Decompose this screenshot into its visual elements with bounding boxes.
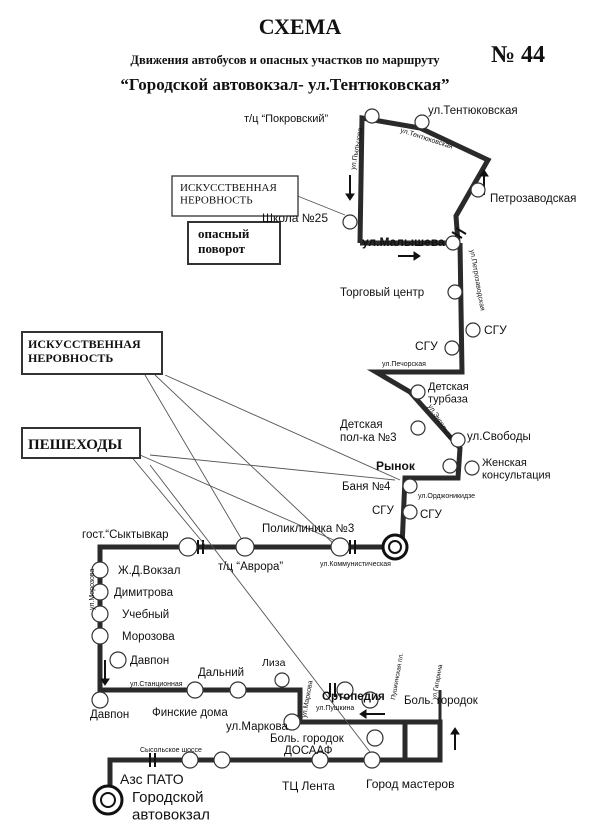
schema-subtitle: Движения автобусов и опасных участков по… xyxy=(130,53,440,67)
street-stantsionnaya: ул.Станционная xyxy=(130,681,183,688)
stop-markers xyxy=(91,108,486,769)
route-number: № 44 xyxy=(491,42,545,68)
direction-arrows xyxy=(100,169,489,750)
stop-liza: Лиза xyxy=(262,657,286,669)
stop-dalny: Дальний xyxy=(198,667,244,679)
stop-avrora: т/ц “Аврора” xyxy=(218,561,283,573)
stop-rynok: Рынок xyxy=(376,459,416,473)
stop-azs-pato: Азс ПАТО xyxy=(120,771,184,787)
stop-ortopediya: Ортопедия xyxy=(322,691,385,703)
stop-pokrovsky: т/ц “Покровский” xyxy=(244,113,329,125)
stop-davpon-2: Давпон xyxy=(90,709,129,721)
street-pushkina: ул.Пушкина xyxy=(316,705,354,712)
stop-trade-center: Торговый центр xyxy=(340,287,424,299)
stop-markova: ул.Маркова xyxy=(226,721,288,733)
route-to-terminal xyxy=(107,757,440,795)
stop-railway: Ж.Д.Вокзал xyxy=(118,565,180,577)
stop-petrozavodskaya: Петрозаводская xyxy=(490,193,576,205)
route-kommunisticheskaya xyxy=(97,544,402,722)
stop-sgu-4: СГУ xyxy=(420,509,443,521)
street-ordzhonikidze: ул.Орджоникидзе xyxy=(418,493,475,500)
stop-morozova: Морозова xyxy=(122,631,175,643)
stop-malysheva: ул.Малышева xyxy=(362,235,445,249)
stop-banya4: Баня №4 xyxy=(342,481,391,493)
street-morozova: ул.Морозова xyxy=(89,568,96,610)
street-pechorskaya: ул.Печорская xyxy=(382,361,426,368)
crossing-marks xyxy=(149,227,467,767)
stop-svobody: ул.Свободы xyxy=(467,431,531,443)
street-sysolskoe: Сысольское шоссе xyxy=(140,747,202,754)
stop-sgu-3: СГУ xyxy=(372,505,395,517)
stop-dimitrova: Димитрова xyxy=(114,587,174,599)
stop-uchebny: Учебный xyxy=(122,609,169,621)
stop-gorod-masterov: Город мастеров xyxy=(366,777,454,791)
street-engelsa: ул.Энгельса xyxy=(426,403,453,440)
stop-tentyukovskaya: ул.Тентюковская xyxy=(428,105,518,117)
street-pushkinskaya-pl: Пушкинская пл. xyxy=(390,652,405,700)
street-kommunisticheskaya: ул.Коммунистическая xyxy=(320,561,391,568)
street-markova: ул.Маркова xyxy=(301,680,314,718)
route-spine-upper xyxy=(366,242,465,548)
terminus-avtovokzal-icon xyxy=(92,784,124,816)
stop-tc-lenta: ТЦ Лента xyxy=(282,779,335,793)
stop-finskie: Финские дома xyxy=(152,707,228,719)
stop-bol-gorodok-2: Боль. городок xyxy=(270,733,345,745)
stop-syktyvkar: гост.“Сыктывкар xyxy=(82,529,169,541)
street-petrozavodskaya: ул.Петрозаводская xyxy=(468,249,486,311)
legend-pedestrians: ПЕШЕХОДЫ xyxy=(21,427,141,459)
stop-school25: Школа №25 xyxy=(262,211,328,225)
pointer-lines xyxy=(129,194,401,753)
stop-davpon-1: Давпон xyxy=(130,655,169,667)
schema-title: СХЕМА xyxy=(259,14,342,39)
stop-dosaaf: ДОСААФ xyxy=(284,745,333,757)
stop-bol-gorodok-1: Боль. городок xyxy=(404,695,479,707)
stop-labels: т/ц “Покровский” ул.Тентюковская Петроза… xyxy=(82,105,576,823)
legend-pedestrians-label: ПЕШЕХОДЫ xyxy=(28,437,122,453)
stop-sgu-2: СГУ xyxy=(415,339,438,353)
stop-poliklinika3: Поликлиника №3 xyxy=(262,523,354,535)
route-name: “Городской автовокзал- ул.Тентюковская” xyxy=(120,75,449,94)
stop-sgu-1: СГУ xyxy=(484,323,507,337)
terminus-poliklinika-icon xyxy=(381,533,409,561)
